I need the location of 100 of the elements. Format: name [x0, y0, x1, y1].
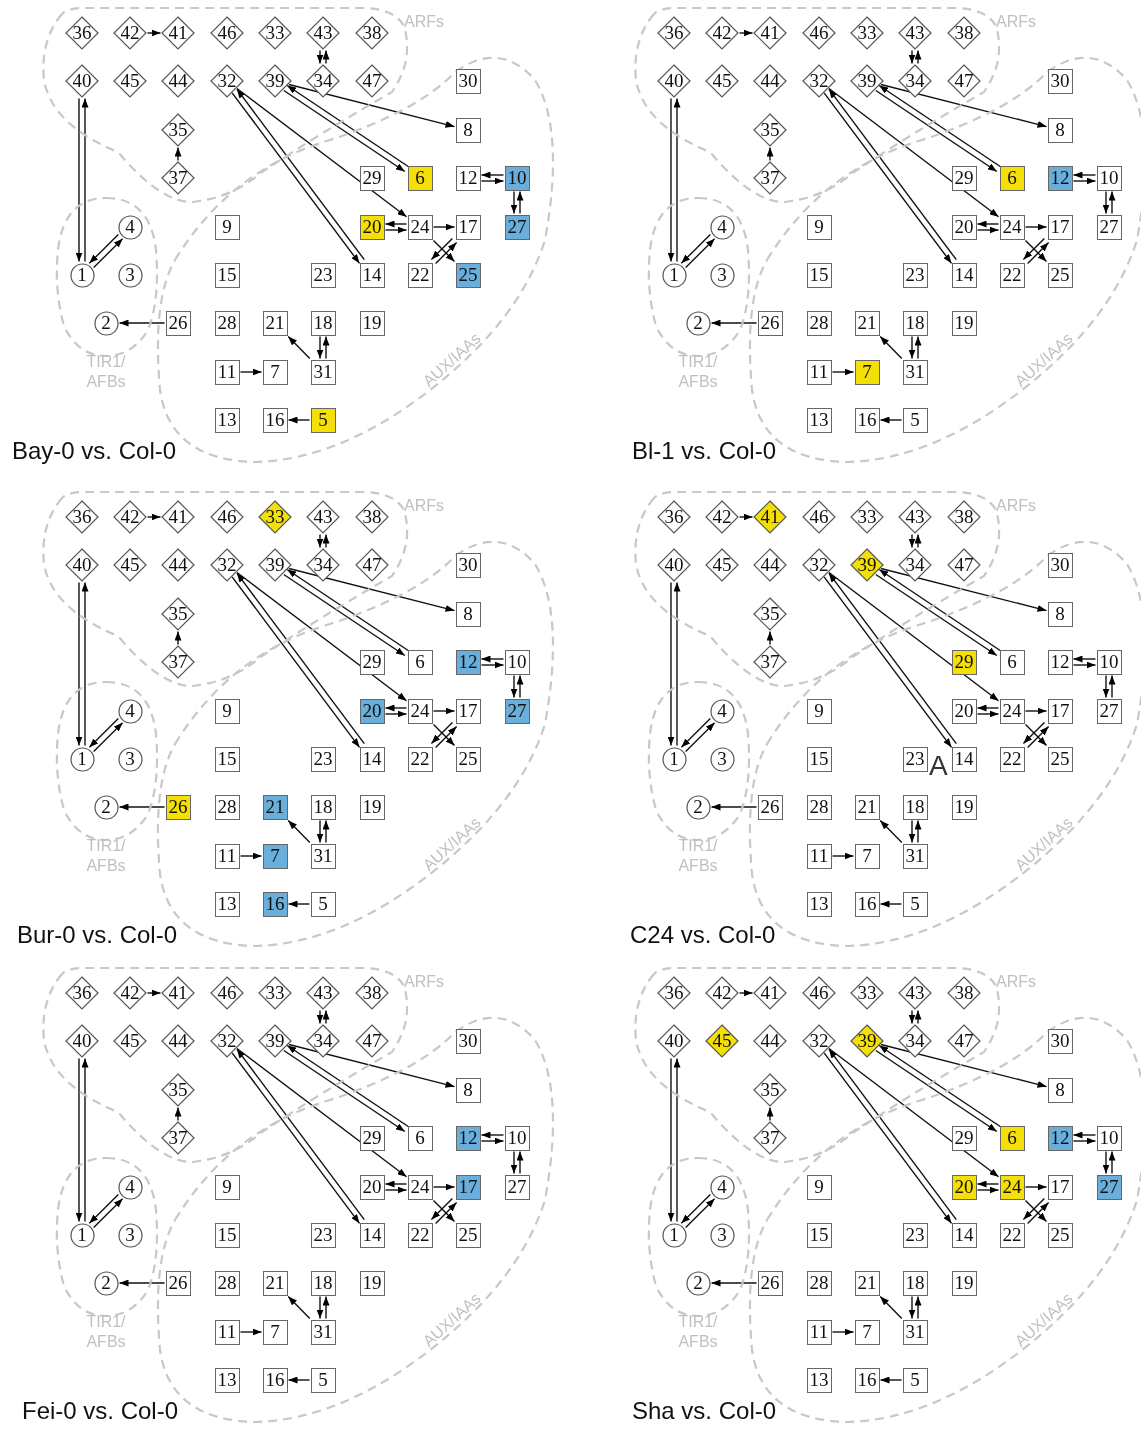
gene-box: 20 — [359, 214, 385, 240]
arrow — [1072, 661, 1097, 669]
arrow — [432, 707, 456, 715]
gene-box: 11 — [214, 843, 240, 869]
arrow — [976, 226, 1000, 234]
arrow — [908, 335, 916, 360]
arrow — [81, 1057, 89, 1223]
gene-box: 21 — [854, 310, 880, 336]
gene-diamond: 42 — [113, 976, 147, 1010]
gene-box: 27 — [504, 698, 530, 724]
gene-box: 22 — [407, 262, 433, 288]
arrow — [75, 581, 83, 747]
gene-box: 28 — [806, 1270, 832, 1296]
gene-diamond: 34 — [898, 64, 932, 98]
gene-box: 26 — [165, 794, 191, 820]
arrow — [914, 819, 922, 844]
arrow — [1072, 1137, 1097, 1145]
gene-box: 31 — [310, 1319, 336, 1345]
gene-box: 14 — [359, 746, 385, 772]
arrow — [710, 1279, 758, 1287]
gene-box: 13 — [806, 1367, 832, 1393]
arrow — [673, 97, 681, 263]
arrow — [667, 97, 675, 263]
arrow — [766, 146, 774, 162]
gene-diamond: 42 — [705, 976, 739, 1010]
gene-circle: 3 — [117, 1222, 143, 1248]
gene-diamond: 36 — [65, 16, 99, 50]
gene-box: 24 — [999, 1174, 1025, 1200]
arrow — [976, 710, 1000, 718]
gene-circle: 3 — [117, 262, 143, 288]
gene-box: 26 — [757, 310, 783, 336]
arrow — [236, 87, 408, 218]
arrow — [174, 146, 182, 162]
gene-diamond: 47 — [947, 64, 981, 98]
gene-diamond: 46 — [210, 16, 244, 50]
gene-box: 17 — [455, 214, 481, 240]
arrow — [831, 1328, 855, 1336]
gene-diamond: 32 — [210, 1024, 244, 1058]
gene-box: 14 — [359, 262, 385, 288]
gene-box: 27 — [504, 214, 530, 240]
gene-diamond: 37 — [161, 645, 195, 679]
gene-box: 23 — [902, 1222, 928, 1248]
gene-box: 11 — [806, 359, 832, 385]
gene-diamond: 44 — [753, 548, 787, 582]
group-label: ARFs — [996, 12, 1036, 32]
group-label: TIR1/ AFBs — [677, 352, 719, 392]
gene-diamond: 35 — [753, 597, 787, 631]
gene-diamond: 38 — [355, 500, 389, 534]
gene-box: 20 — [951, 214, 977, 240]
gene-box: 20 — [951, 1174, 977, 1200]
gene-diamond: 47 — [947, 1024, 981, 1058]
gene-diamond: 41 — [161, 500, 195, 534]
arrow — [322, 1009, 330, 1025]
gene-diamond: 33 — [258, 16, 292, 50]
group-label: TIR1/ AFBs — [85, 352, 127, 392]
arrow — [828, 571, 1000, 702]
arrow — [516, 1150, 524, 1175]
arrow — [673, 1057, 681, 1223]
arrow — [908, 49, 916, 65]
arrow — [287, 1376, 311, 1384]
gene-box: 20 — [359, 698, 385, 724]
gene-box: 26 — [757, 794, 783, 820]
gene-box: 22 — [999, 746, 1025, 772]
gene-box: 25 — [1047, 1222, 1073, 1248]
arrow — [914, 1295, 922, 1320]
arrow — [510, 1150, 518, 1175]
arrow — [510, 190, 518, 215]
arrow — [146, 989, 162, 997]
arrow — [908, 819, 916, 844]
arrow — [316, 335, 324, 360]
panel-caption: Bay-0 vs. Col-0 — [12, 436, 177, 466]
arrow — [322, 1295, 330, 1320]
gene-diamond: 34 — [306, 548, 340, 582]
gene-diamond: 44 — [161, 64, 195, 98]
gene-diamond: 40 — [657, 1024, 691, 1058]
gene-box: 6 — [999, 1125, 1025, 1151]
gene-box: 11 — [806, 1319, 832, 1345]
arrow — [914, 533, 922, 549]
gene-diamond: 46 — [210, 976, 244, 1010]
arrow — [1072, 1131, 1097, 1139]
arrow — [146, 29, 162, 37]
gene-box: 10 — [1096, 649, 1122, 675]
gene-box: 15 — [214, 262, 240, 288]
gene-diamond: 39 — [850, 548, 884, 582]
gene-diamond: 35 — [753, 1073, 787, 1107]
gene-box: 7 — [854, 1319, 880, 1345]
gene-box: 8 — [1047, 1077, 1073, 1103]
gene-box: 28 — [214, 794, 240, 820]
gene-circle: 2 — [685, 794, 711, 820]
gene-diamond: 47 — [355, 64, 389, 98]
arrow — [322, 533, 330, 549]
gene-box: 15 — [806, 1222, 832, 1248]
gene-circle: 2 — [93, 1270, 119, 1296]
group-label: TIR1/ AFBs — [677, 1312, 719, 1352]
gene-box: 14 — [951, 262, 977, 288]
gene-diamond: 41 — [753, 16, 787, 50]
gene-box: 18 — [902, 1270, 928, 1296]
gene-circle: 1 — [661, 1222, 687, 1248]
gene-box: 5 — [310, 407, 336, 433]
gene-box: 9 — [806, 214, 832, 240]
